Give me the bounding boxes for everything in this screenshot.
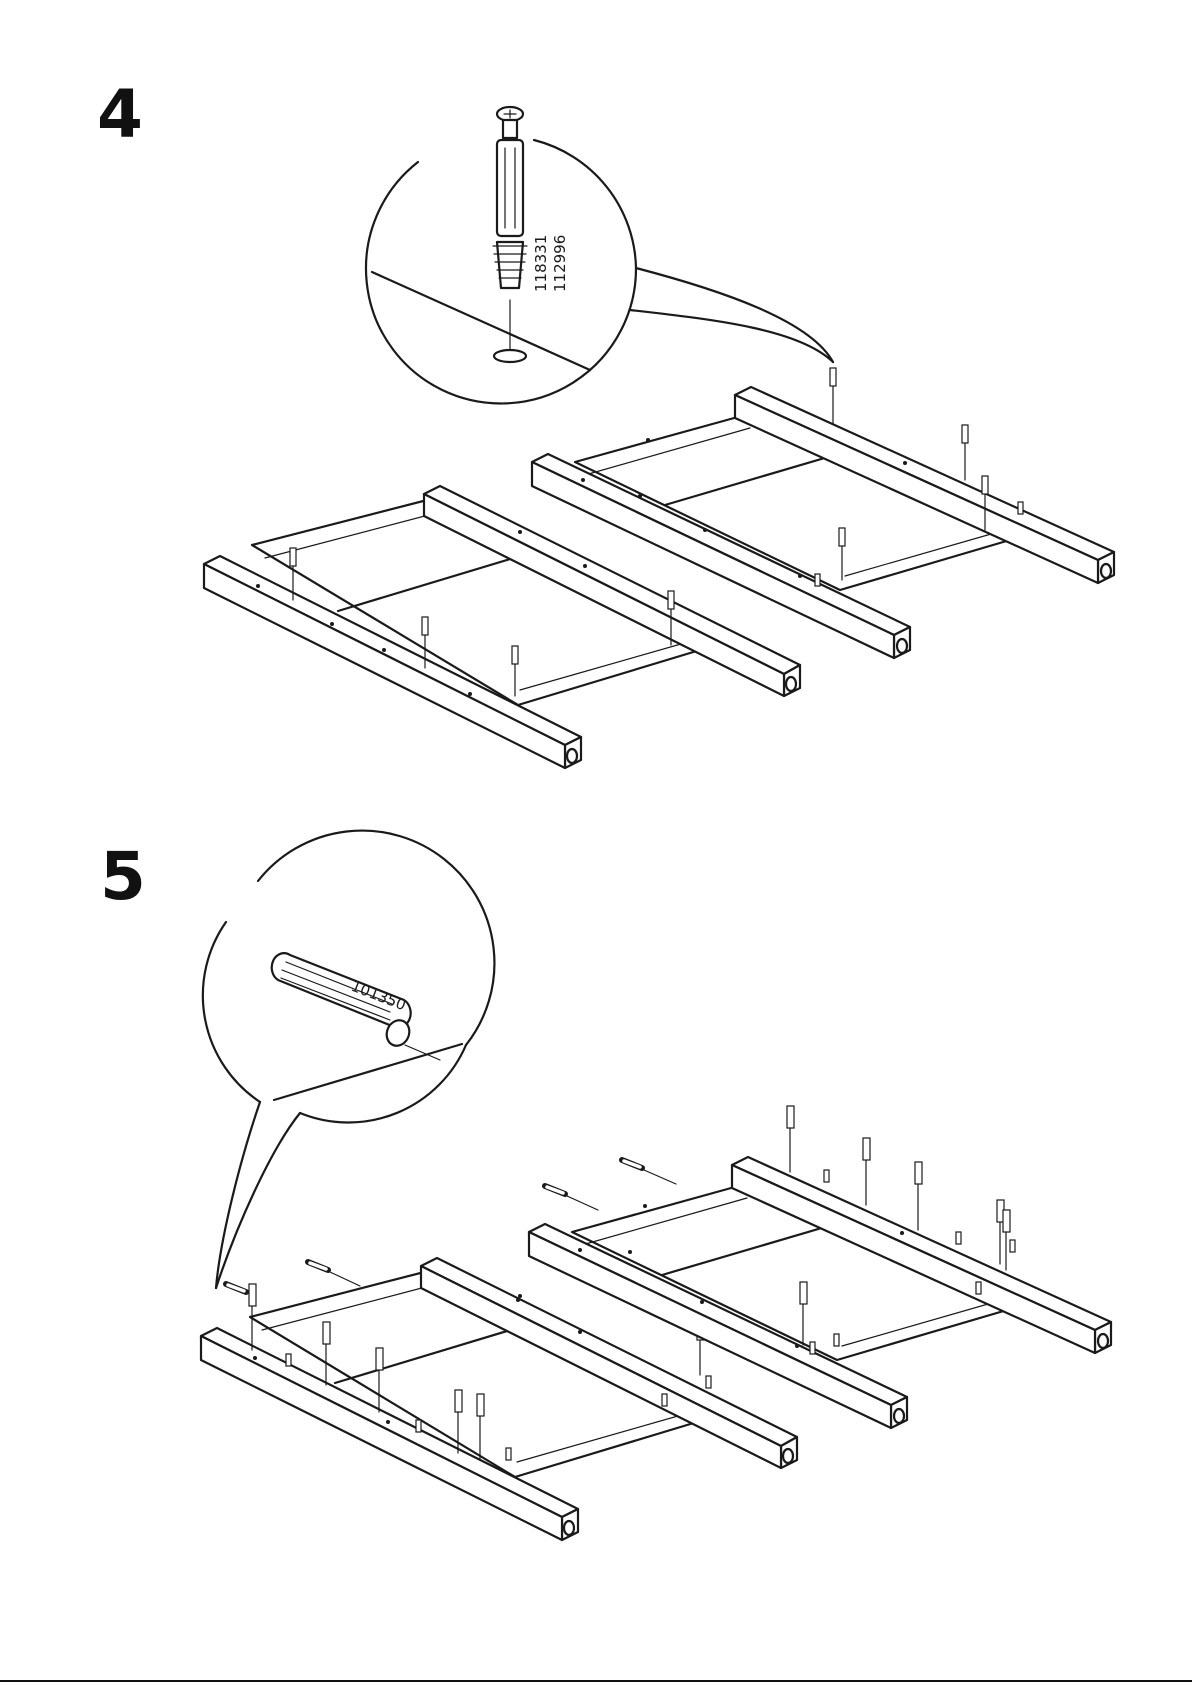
- step-4-callout: 118331 112996: [366, 107, 833, 403]
- page-bottom-rule: [0, 1680, 1192, 1682]
- screw-part-icon: [493, 107, 527, 288]
- step-5-callout: 101350: [203, 831, 495, 1288]
- frame-5-left: [201, 1258, 797, 1540]
- step-5-diagram: 101350: [201, 831, 1111, 1540]
- part-number-112996: 112996: [551, 235, 569, 292]
- step-4-diagram: 118331 112996: [204, 107, 1114, 768]
- part-number-118331: 118331: [532, 235, 550, 292]
